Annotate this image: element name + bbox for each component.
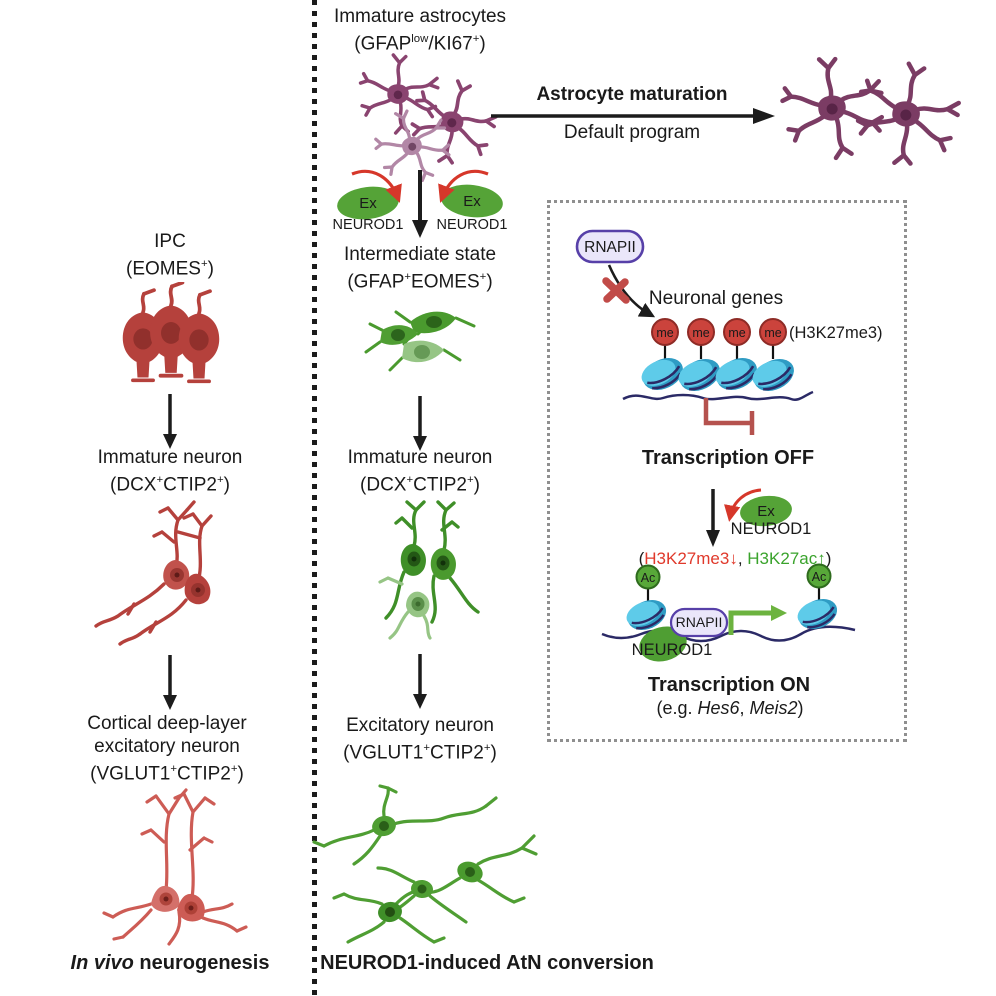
down-arrow-icon: [412, 170, 428, 238]
stage-markers: (GFAPlow/KI67+): [354, 33, 486, 55]
transcription-start-arrow-icon: [728, 605, 787, 635]
example-genes-label: (e.g. Hes6, Meis2): [656, 698, 803, 718]
red-pyramidal-neurons-illustration: [102, 788, 248, 946]
ac-label: Ac: [812, 570, 827, 584]
green-immature-neurons-illustration: [378, 500, 480, 640]
me-label: me: [764, 326, 781, 340]
me-sticks: [663, 342, 775, 359]
intermediate-cells-illustration: [364, 310, 476, 372]
rnapii-label: RNAPII: [584, 239, 636, 256]
stage-title: IPC: [154, 231, 186, 252]
neurod1-blob: [639, 626, 687, 662]
transcription-off-label: Transcription OFF: [642, 447, 814, 469]
ipc-cells-illustration: [120, 282, 222, 384]
excitatory-neuron-label: Excitatory neuron (VGLUT1+CTIP2+): [343, 714, 497, 764]
ac-marks: Ac Ac: [635, 563, 832, 590]
immature-neuron-label-middle: Immature neuron (DCX+CTIP2+): [348, 446, 493, 496]
red-x-icon: [602, 277, 630, 304]
histone-marks-change-label: (H3K27me3↓, H3K27ac↑): [639, 549, 832, 568]
ex-label: Ex: [359, 195, 377, 212]
immature-astrocytes-label: Immature astrocytes (GFAPlow/KI67+): [334, 5, 506, 55]
stage-title: Immature astrocytes: [333, 6, 507, 27]
dna-line-closed: [622, 390, 814, 401]
epigenetics-diagram: RNAPII Neuronal genes me me me me (H3K27…: [575, 229, 883, 718]
ex-label: Ex: [463, 193, 481, 210]
stage-markers: (VGLUT1+CTIP2+): [90, 763, 244, 785]
down-arrow-icon: [163, 655, 177, 710]
rnapii-label: RNAPII: [676, 614, 723, 630]
left-caption: In vivo neurogenesis: [70, 952, 270, 974]
neurod1-label: NEUROD1: [632, 641, 713, 659]
ac-label: Ac: [641, 571, 656, 585]
mature-astrocytes-illustration: [780, 50, 965, 178]
neurod1-label: NEUROD1: [731, 520, 812, 538]
maturation-arrow-icon: [491, 108, 775, 124]
me-marks: me me me me: [651, 318, 787, 346]
stage-markers: (VGLUT1+CTIP2+): [343, 742, 497, 764]
immature-astrocytes-illustration: [358, 53, 500, 182]
down-arrow-icon: [706, 489, 720, 547]
maturation-subtitle: Default program: [563, 122, 701, 143]
red-curved-arrow-icon: [724, 488, 762, 522]
neurod1-label: NEUROD1: [437, 217, 508, 233]
ex-neurod1-oval: [740, 495, 792, 527]
me-label: me: [692, 326, 709, 340]
down-arrow-icon: [413, 396, 427, 451]
red-immature-neurons-illustration: [94, 500, 213, 646]
ipc-label: IPC (EOMES+): [126, 230, 214, 280]
down-arrow-icon: [163, 394, 177, 449]
red-curved-arrow-icon: [351, 169, 402, 203]
stage-title: Immature neuron: [97, 447, 243, 468]
stage-markers: (EOMES+): [126, 258, 214, 280]
stage-title: Immature neuron: [347, 447, 493, 468]
intermediate-state-label: Intermediate state (GFAP+EOMES+): [344, 243, 496, 293]
neuronal-genes-label: Neuronal genes: [649, 288, 783, 309]
dna-line-open: [601, 625, 856, 643]
ac-sticks: [646, 587, 821, 604]
stage-title: Excitatory neuron: [346, 715, 494, 736]
maturation-title: Astrocyte maturation: [536, 84, 728, 105]
down-arrow-icon: [413, 654, 427, 709]
stage-markers: (GFAP+EOMES+): [347, 271, 493, 293]
ex-neurod1-oval-right: [441, 184, 503, 218]
neurod1-label: NEUROD1: [333, 217, 404, 233]
ex-neurod1-oval-left: [337, 186, 399, 220]
dotted-divider: [312, 0, 317, 996]
inhibition-icon: [703, 398, 755, 435]
red-curved-arrow-icon: [438, 169, 489, 203]
ex-neurod1-induction: Ex Ex NEUROD1 NEUROD1: [333, 169, 508, 238]
rnapii-pill: [575, 229, 645, 264]
h3k27me3-tag: (H3K27me3): [789, 324, 883, 342]
epigenetics-box: [547, 200, 907, 742]
stage-markers: (DCX+CTIP2+): [360, 474, 480, 496]
closed-nucleosomes: [636, 350, 801, 399]
stage-title: Cortical deep-layer: [87, 713, 247, 734]
stage-title: excitatory neuron: [94, 736, 240, 757]
middle-caption: NEUROD1-induced AtN conversion: [320, 952, 654, 974]
green-neuron-network-illustration: [312, 784, 538, 944]
transcription-on-label: Transcription ON: [648, 674, 810, 696]
rnapii-pill: [669, 607, 729, 638]
blocked-arrow-icon: [607, 264, 656, 318]
immature-neuron-label-left: Immature neuron (DCX+CTIP2+): [98, 446, 243, 496]
me-label: me: [656, 326, 673, 340]
cortical-neuron-label: Cortical deep-layer excitatory neuron (V…: [87, 712, 246, 785]
stage-title: Intermediate state: [343, 244, 497, 265]
ex-label: Ex: [757, 503, 775, 520]
stage-markers: (DCX+CTIP2+): [110, 474, 230, 496]
me-label: me: [728, 326, 745, 340]
